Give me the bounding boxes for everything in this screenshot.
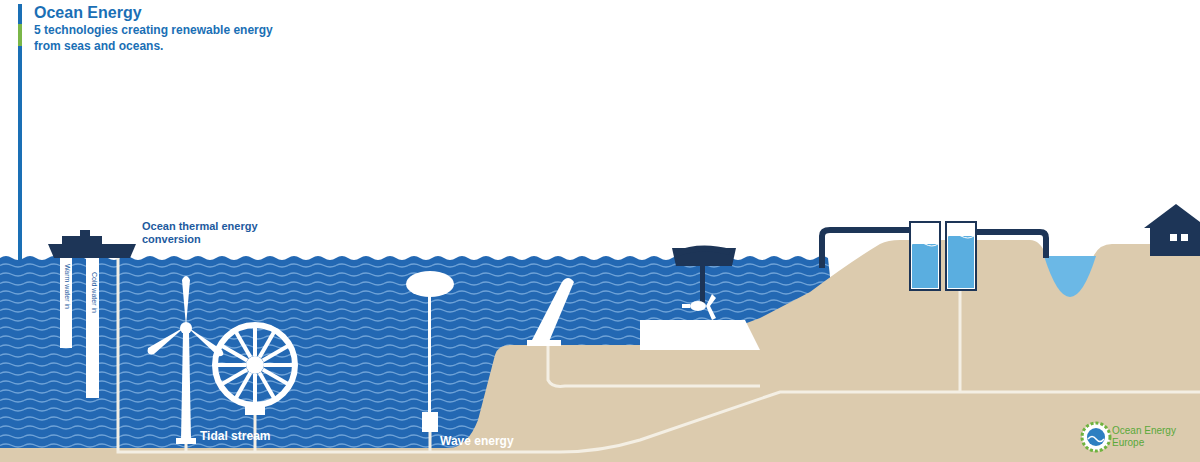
seabed — [0, 240, 1200, 462]
subtitle: 5 technologies creating renewable energy… — [34, 22, 284, 54]
otec-plant — [48, 230, 136, 398]
pipe-label: Warm water in — [63, 264, 71, 309]
logo-text: Ocean Energy Europe — [1112, 425, 1196, 449]
diagram-title: Ocean Energy — [34, 3, 334, 22]
tidal-wheel-turbine — [215, 325, 295, 415]
house — [1144, 204, 1200, 256]
pipe-label: Cold water in — [90, 272, 98, 313]
header-bar — [18, 46, 22, 260]
wave-buoy — [406, 271, 454, 432]
tidal-turbine — [148, 276, 224, 444]
technology-label: Tidal stream — [200, 429, 270, 443]
technology-label: Wave energy — [440, 434, 514, 448]
logo-mark — [1082, 423, 1110, 451]
nearshore-device — [640, 248, 760, 350]
technology-label: Ocean thermal energy conversion — [142, 220, 282, 246]
lagoon — [1044, 256, 1096, 297]
header-bar — [18, 4, 22, 24]
power-cable — [118, 258, 1200, 452]
header-bar-accent — [18, 24, 22, 46]
wave-flap — [527, 278, 574, 346]
shore-plant — [822, 222, 1046, 290]
